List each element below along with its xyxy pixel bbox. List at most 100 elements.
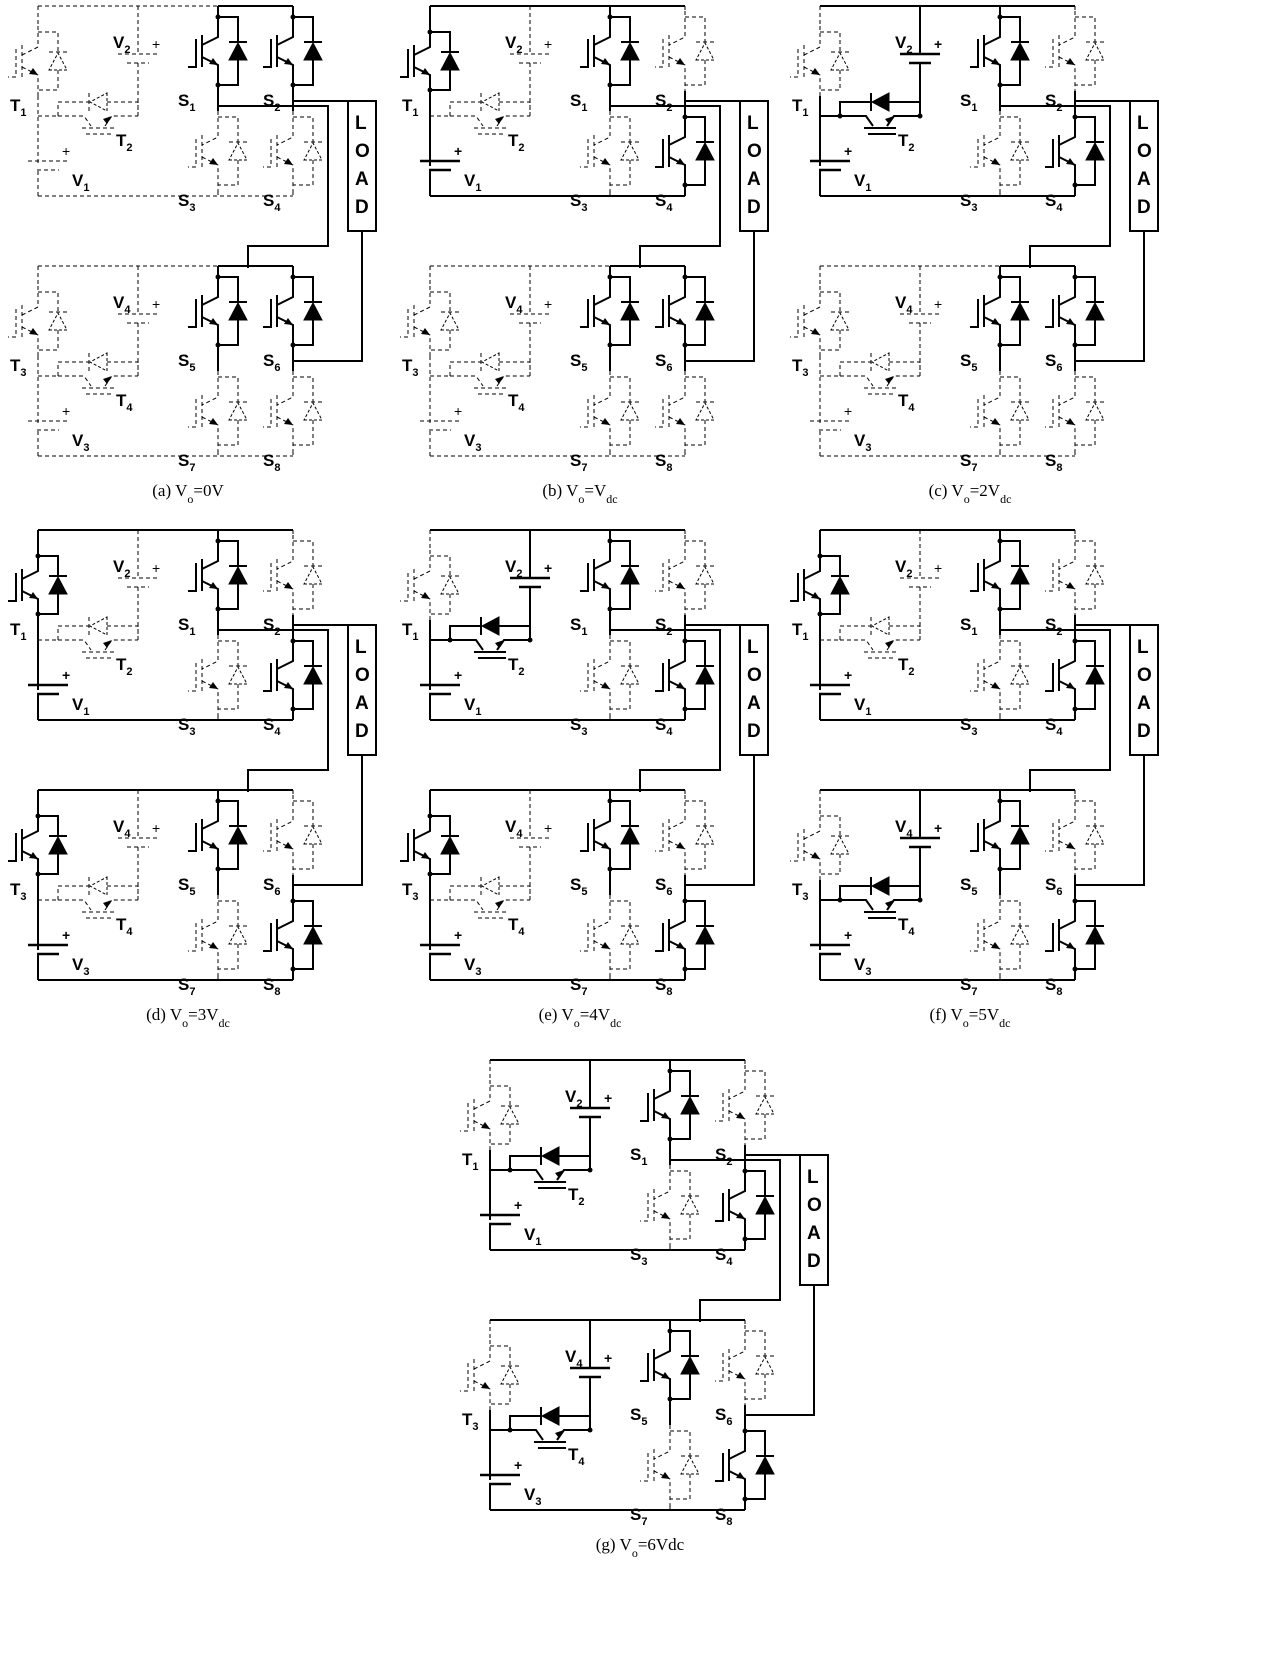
- t3-switch: [400, 286, 460, 356]
- v1-source: +: [810, 143, 852, 172]
- v4-source-plus: +: [544, 820, 552, 836]
- s2-switch: [263, 11, 323, 91]
- v1-source-plus: +: [62, 667, 70, 683]
- s7-switch: [580, 895, 640, 975]
- v3-source-plus: +: [514, 1457, 522, 1473]
- load-letter-3: A: [747, 693, 761, 714]
- s8-label: S8: [655, 451, 672, 474]
- v2-label: V2: [113, 33, 130, 56]
- v1-label: V1: [854, 171, 871, 194]
- s6-label: S6: [655, 875, 672, 898]
- t4-switch: [57, 876, 139, 919]
- s6-switch: [655, 271, 715, 351]
- s8-switch: [263, 895, 323, 975]
- s3-label: S3: [960, 715, 977, 738]
- s4-switch: [263, 635, 323, 715]
- panel-caption: (f) Vo=5Vdc: [930, 1005, 1011, 1030]
- t4-switch: [839, 352, 921, 395]
- load-letter-3: A: [1137, 169, 1151, 190]
- s6-label: S6: [263, 351, 280, 374]
- s3-label: S3: [960, 191, 977, 214]
- t3-switch: [8, 286, 68, 356]
- v3-label: V3: [854, 955, 871, 978]
- t2-switch: [839, 616, 921, 659]
- s1-switch: [640, 1065, 700, 1145]
- s8-switch: [715, 1425, 775, 1505]
- s8-label: S8: [1045, 451, 1062, 474]
- load-letter-3: A: [807, 1223, 821, 1244]
- s5-label: S5: [960, 875, 977, 898]
- s8-label: S8: [655, 975, 672, 998]
- load-letter-2: O: [807, 1195, 822, 1216]
- s2-label: S2: [655, 615, 672, 638]
- s7-label: S7: [178, 451, 195, 474]
- v3-source-plus: +: [454, 403, 462, 419]
- s1-switch: [970, 11, 1030, 91]
- v4-source-plus: +: [934, 820, 942, 836]
- s5-label: S5: [570, 351, 587, 374]
- v3-label: V3: [854, 431, 871, 454]
- t4-switch: [837, 876, 923, 919]
- v3-source: +: [28, 927, 70, 956]
- s8-label: S8: [263, 975, 280, 998]
- s5-switch: [188, 795, 248, 875]
- v1-source-plus: +: [844, 667, 852, 683]
- s1-switch: [580, 11, 640, 91]
- s4-label: S4: [1045, 715, 1063, 738]
- v3-source: +: [28, 403, 70, 431]
- t4-label: T4: [508, 915, 525, 938]
- v3-source-plus: +: [844, 403, 852, 419]
- v4-source-plus: +: [934, 296, 942, 312]
- load-letter-2: O: [747, 141, 762, 162]
- t3-switch: [790, 286, 850, 356]
- v4-label: V4: [113, 817, 131, 840]
- v1-source-plus: +: [62, 143, 70, 159]
- s7-switch: [580, 371, 640, 451]
- t1-label: T1: [462, 1150, 479, 1173]
- t1-label: T1: [402, 96, 419, 119]
- s8-switch: [1045, 371, 1105, 451]
- s7-label: S7: [178, 975, 195, 998]
- s6-switch: [263, 271, 323, 351]
- v2-label: V2: [505, 557, 522, 580]
- v1-source: +: [420, 143, 462, 172]
- panel-caption: (c) Vo=2Vdc: [929, 481, 1012, 506]
- v1-source-plus: +: [514, 1197, 522, 1213]
- t2-label: T2: [508, 655, 525, 678]
- s7-switch: [188, 895, 248, 975]
- s7-switch: [640, 1425, 700, 1505]
- t2-label: T2: [508, 131, 525, 154]
- v3-source-plus: +: [454, 927, 462, 943]
- v2-source-plus: +: [934, 560, 942, 576]
- load-letter-2: O: [355, 665, 370, 686]
- t4-switch: [507, 1406, 593, 1449]
- v1-source-plus: +: [844, 143, 852, 159]
- v3-source: +: [420, 927, 462, 956]
- s6-switch: [715, 1325, 775, 1405]
- s6-switch: [263, 795, 323, 875]
- t3-label: T3: [402, 880, 419, 903]
- v1-label: V1: [854, 695, 871, 718]
- load-letter-2: O: [1137, 141, 1152, 162]
- s8-switch: [655, 895, 715, 975]
- t2-switch: [837, 92, 923, 135]
- v3-label: V3: [464, 955, 481, 978]
- s6-label: S6: [1045, 351, 1062, 374]
- v1-label: V1: [464, 695, 481, 718]
- s8-switch: [263, 371, 323, 451]
- v3-label: V3: [72, 955, 89, 978]
- t3-label: T3: [402, 356, 419, 379]
- load-letter-1: L: [355, 113, 367, 134]
- load-letter-2: O: [1137, 665, 1152, 686]
- s4-label: S4: [715, 1245, 733, 1268]
- t4-label: T4: [898, 915, 915, 938]
- v1-source-plus: +: [454, 143, 462, 159]
- s4-label: S4: [655, 191, 673, 214]
